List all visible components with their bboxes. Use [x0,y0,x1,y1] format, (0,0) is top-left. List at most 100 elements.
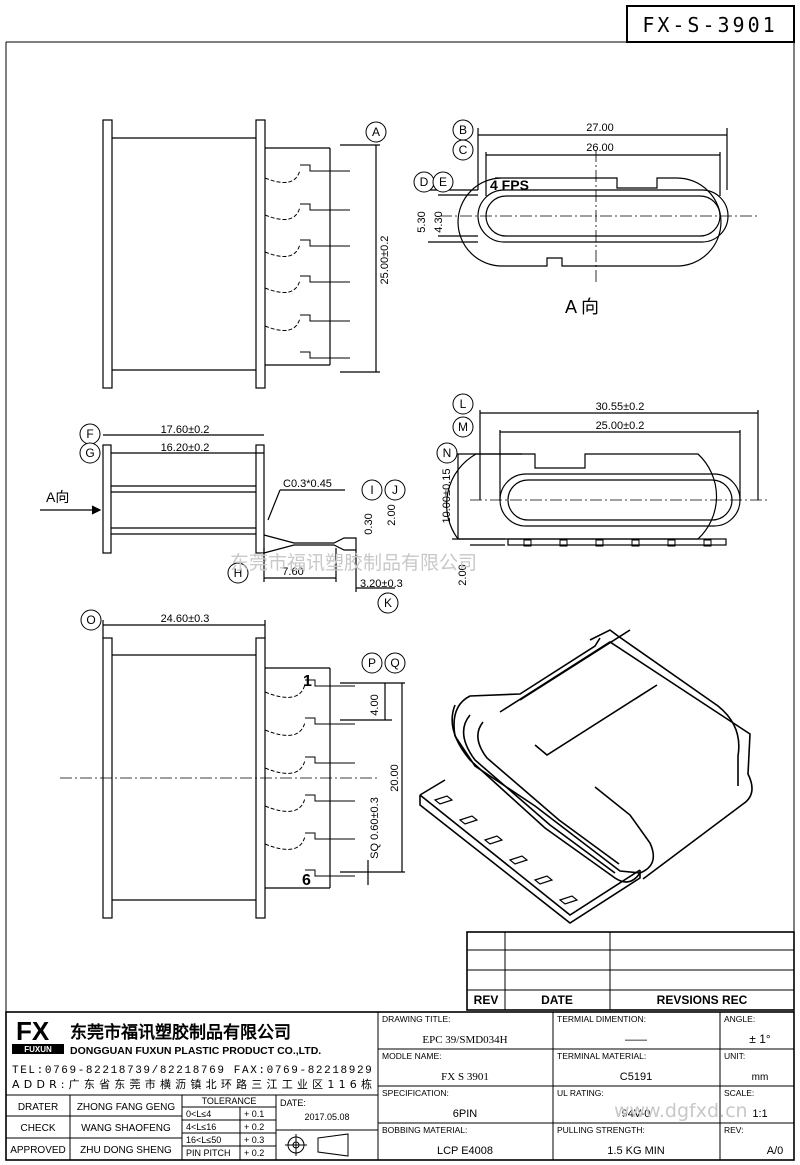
revisions-header: REVSIONS REC [657,993,748,1007]
date-header: DATE [541,993,573,1007]
pulling-strength: 1.5 KG MIN [607,1145,665,1157]
name-check: WANG SHAOFENG [81,1123,171,1134]
callout-e: E [439,175,447,189]
drawing-number: FX-S-3901 [642,13,777,37]
a-direction-label: A向 [46,489,69,505]
projection-symbol-icon [285,1133,349,1157]
dim-t-200: 2.00 [386,504,398,525]
role-check: CHECK [20,1123,55,1134]
dim-w-1760: 17.60±0.2 [161,424,210,436]
logo-sub: FUXUN [24,1045,52,1054]
view-a-label: A 向 [565,297,599,317]
bottom-view [60,620,405,919]
tolerance-header: TOLERANCE [202,1096,257,1106]
callouts [79,119,474,674]
dim-pin-sq: SQ 0.60±0.3 [369,797,381,859]
unit-value: mm [752,1072,769,1083]
scale-value: 1:1 [752,1108,767,1120]
callout-d: D [420,175,429,189]
callout-q: Q [390,656,399,670]
bobbing-material: LCP E4008 [437,1145,493,1157]
angle-label: ANGLE: [724,1014,755,1024]
dim-h-530: 5.30 [416,211,428,232]
tol-range-1: 0<L≤4 [186,1109,211,1119]
front-view [445,410,770,546]
ul-rating: 94V-0 [622,1108,651,1120]
specification: 6PIN [453,1108,478,1120]
revision-headers: REV DATE REVSIONS REC [474,993,748,1007]
model-name: FX S 3901 [441,1071,489,1083]
company-tel: TEL:0769-82218739/82218769 FAX:0769-8221… [12,1065,372,1077]
dim-span-2000: 20.00 [389,764,401,792]
callout-f: F [86,427,93,441]
dim-h-1000: 10.00±0.15 [441,469,453,524]
tol-val-4: + 0.2 [244,1148,264,1158]
tolerance-table: TOLERANCE 0<L≤4 + 0.1 4<L≤16 + 0.2 16<L≤… [186,1096,264,1158]
watermark-text: 东莞市福讯塑胶制品有限公司 [230,552,478,574]
dim-w-1620: 16.20±0.2 [161,442,210,454]
rev-value: A/0 [767,1145,784,1157]
watermark-site: www.dgfxd.cn [614,1100,748,1122]
top-left-side-view [102,119,380,389]
front-view-pins [523,539,712,547]
company-name-en: DONGGUAN FUXUN PLASTIC PRODUCT CO.,LTD. [70,1045,321,1057]
dim-w-760: 7.60 [282,566,303,578]
callout-l: L [460,397,467,411]
pulling-strength-label: PULLING STRENGTH: [557,1125,645,1135]
name-approved: ZHU DONG SHENG [80,1145,172,1156]
callout-j: J [392,483,398,497]
dim-h-430: 4.30 [433,211,445,232]
dim-chamfer: C0.3*0.45 [283,478,332,490]
drawing-number-box: FX-S-3901 [626,5,795,43]
title-block-frame [5,1011,795,1161]
date-label: DATE: [280,1098,306,1108]
dim-t-030: 0.30 [363,513,375,534]
callout-a: A [372,125,380,139]
dim-w-320: 3.20±0.3 [360,578,403,590]
callout-letters: A B C D E F G H I J K L M N O P Q [85,123,468,670]
terminal-material-label: TERMINAL MATERIAL: [557,1051,646,1061]
ul-rating-label: UL RATING: [557,1088,604,1098]
signatures: DRATER ZHONG FANG GENG CHECK WANG SHAOFE… [10,1102,175,1156]
callout-c: C [459,143,468,157]
terminal-dimention: —— [625,1034,647,1046]
bottom-view-pins [264,679,355,877]
dim-total-height: 25.00±0.2 [379,236,391,285]
drawing-title: EPC 39/SMD034H [422,1034,507,1046]
rev-header: REV [474,993,499,1007]
flange-label: 4 FPS [490,177,529,193]
isometric-view [419,629,753,924]
unit-label: UNIT: [724,1051,745,1061]
scale-label: SCALE: [724,1088,754,1098]
callout-h: H [234,566,243,580]
specification-label: SPECIFICATION: [382,1088,449,1098]
angle-value: ± 1° [749,1032,771,1046]
dim-w-2500: 25.00±0.2 [596,420,645,432]
view-a [428,128,760,285]
revision-table [466,931,795,1011]
role-approved: APPROVED [10,1145,66,1156]
callout-o: O [86,613,95,627]
bobbing-material-label: BOBBING MATERIAL: [382,1125,467,1135]
role-drater: DRATER [18,1102,58,1113]
pin-1-label: 1 [303,673,312,690]
logo-text: FX [16,1016,50,1046]
company-logo: FX FUXUN [12,1016,64,1054]
callout-n: N [443,446,452,460]
name-drater: ZHONG FANG GENG [77,1102,176,1113]
dim-h-200b: 2.00 [457,564,469,585]
terminal-dimention-label: TERMIAL DIMENTION: [557,1014,646,1024]
date-value: 2017.05.08 [304,1112,349,1122]
tol-range-2: 4<L≤16 [186,1122,216,1132]
pin-6-label: 6 [302,872,311,889]
dim-w-3055: 30.55±0.2 [596,401,645,413]
tol-val-3: + 0.3 [244,1135,264,1145]
callout-i: I [370,483,373,497]
tol-range-4: PIN PITCH [186,1148,231,1158]
dim-width-27: 27.00 [586,122,614,134]
tol-range-3: 16<L≤50 [186,1135,221,1145]
callout-b: B [459,123,467,137]
dim-w-2460: 24.60±0.3 [161,613,210,625]
callout-k: K [384,596,392,610]
